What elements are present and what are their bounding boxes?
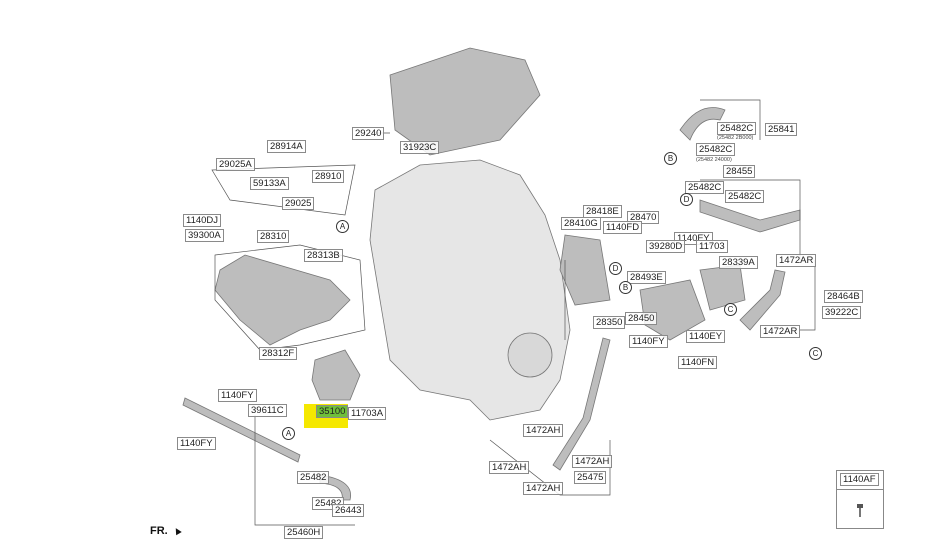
ref-circle: B [619,281,632,294]
part-label[interactable]: 25482C [717,122,757,135]
part-label[interactable]: 25460H [284,526,324,539]
part-label[interactable]: 25841 [765,123,798,136]
part-label[interactable]: 31923C [400,141,440,154]
hose-upper [679,107,726,141]
part-label[interactable]: 29240 [352,127,385,140]
part-label[interactable]: 11703 [696,240,728,253]
part-label[interactable]: 1472AR [760,325,801,338]
bolt-icon [857,504,863,517]
front-arrow-icon: ▲ [169,523,185,539]
part-label[interactable]: 25482C [725,190,765,203]
reservoir [699,264,746,311]
part-label[interactable]: 28455 [723,165,756,178]
part-label[interactable]: 39300A [185,229,224,242]
part-label[interactable]: 28470 [627,211,660,224]
part-label[interactable]: 26443 [332,504,365,517]
part-sublabel: (25482 2B000) [717,135,754,141]
ref-circle: A [336,220,349,233]
part-label[interactable]: 1140FD [603,221,643,234]
part-label[interactable]: 1472AH [523,482,564,495]
part-label[interactable]: 1472AH [572,455,613,468]
intake-manifold [214,254,351,346]
part-label[interactable]: 25482C [696,143,736,156]
part-label[interactable]: 28313B [304,249,343,262]
ref-circle: C [809,347,822,360]
ref-circle: B [664,152,677,165]
part-label[interactable]: 1472AH [489,461,530,474]
part-label[interactable]: 1140AF [840,473,879,486]
throttle-body [311,349,361,401]
engine-block [369,159,571,421]
hose-pipe [699,199,801,233]
part-label[interactable]: 1140FY [177,437,216,450]
part-label[interactable]: 1140DJ [183,214,222,227]
part-label[interactable]: 39222C [822,306,862,319]
ref-circle: D [680,193,693,206]
flywheel-plate [507,332,553,378]
part-label[interactable]: 25475 [574,471,607,484]
front-label: FR. [150,525,168,537]
ref-circle: A [282,427,295,440]
pipe-right [552,337,611,471]
part-label[interactable]: 1472AR [776,254,817,267]
part-label[interactable]: 11703A [348,407,387,420]
part-label[interactable]: 28910 [312,170,345,183]
part-label[interactable]: 28493E [627,271,666,284]
part-label[interactable]: 1472AH [523,424,564,437]
part-label[interactable]: 28410G [561,217,601,230]
part-label[interactable]: 28310 [257,230,290,243]
part-label[interactable]: 39280D [646,240,686,253]
part-label[interactable]: 59133A [250,177,289,190]
hose-lower [739,269,786,331]
part-label[interactable]: 28914A [267,140,306,153]
part-label[interactable]: 28312F [259,347,298,360]
part-label[interactable]: 25482C [685,181,725,194]
part-label[interactable]: 29025A [216,158,255,171]
engine-cover [389,47,541,156]
part-label[interactable]: 1140FN [678,356,718,369]
part-label[interactable]: 28339A [719,256,758,269]
part-label[interactable]: 29025 [282,197,315,210]
part-label[interactable]: 28464B [824,290,863,303]
part-label[interactable]: 39611C [248,404,287,417]
fastener-box [836,470,884,529]
part-label[interactable]: 28350 [593,316,626,329]
part-label[interactable]: 28418E [583,205,622,218]
part-sublabel: (25482 24000) [696,157,732,163]
part-label[interactable]: 1140FY [629,335,668,348]
part-label[interactable]: 1140FY [218,389,257,402]
water-pipe [182,397,301,463]
part-label[interactable]: 28450 [625,312,658,325]
part-label[interactable]: 1140EY [686,330,726,343]
ref-circle: D [609,262,622,275]
part-label[interactable]: 25482 [297,471,330,484]
egr-cooler [559,234,611,306]
front-marker: FR.▲ [150,523,185,539]
part-label-selected[interactable]: 35100 [316,405,349,418]
ref-circle: C [724,303,737,316]
